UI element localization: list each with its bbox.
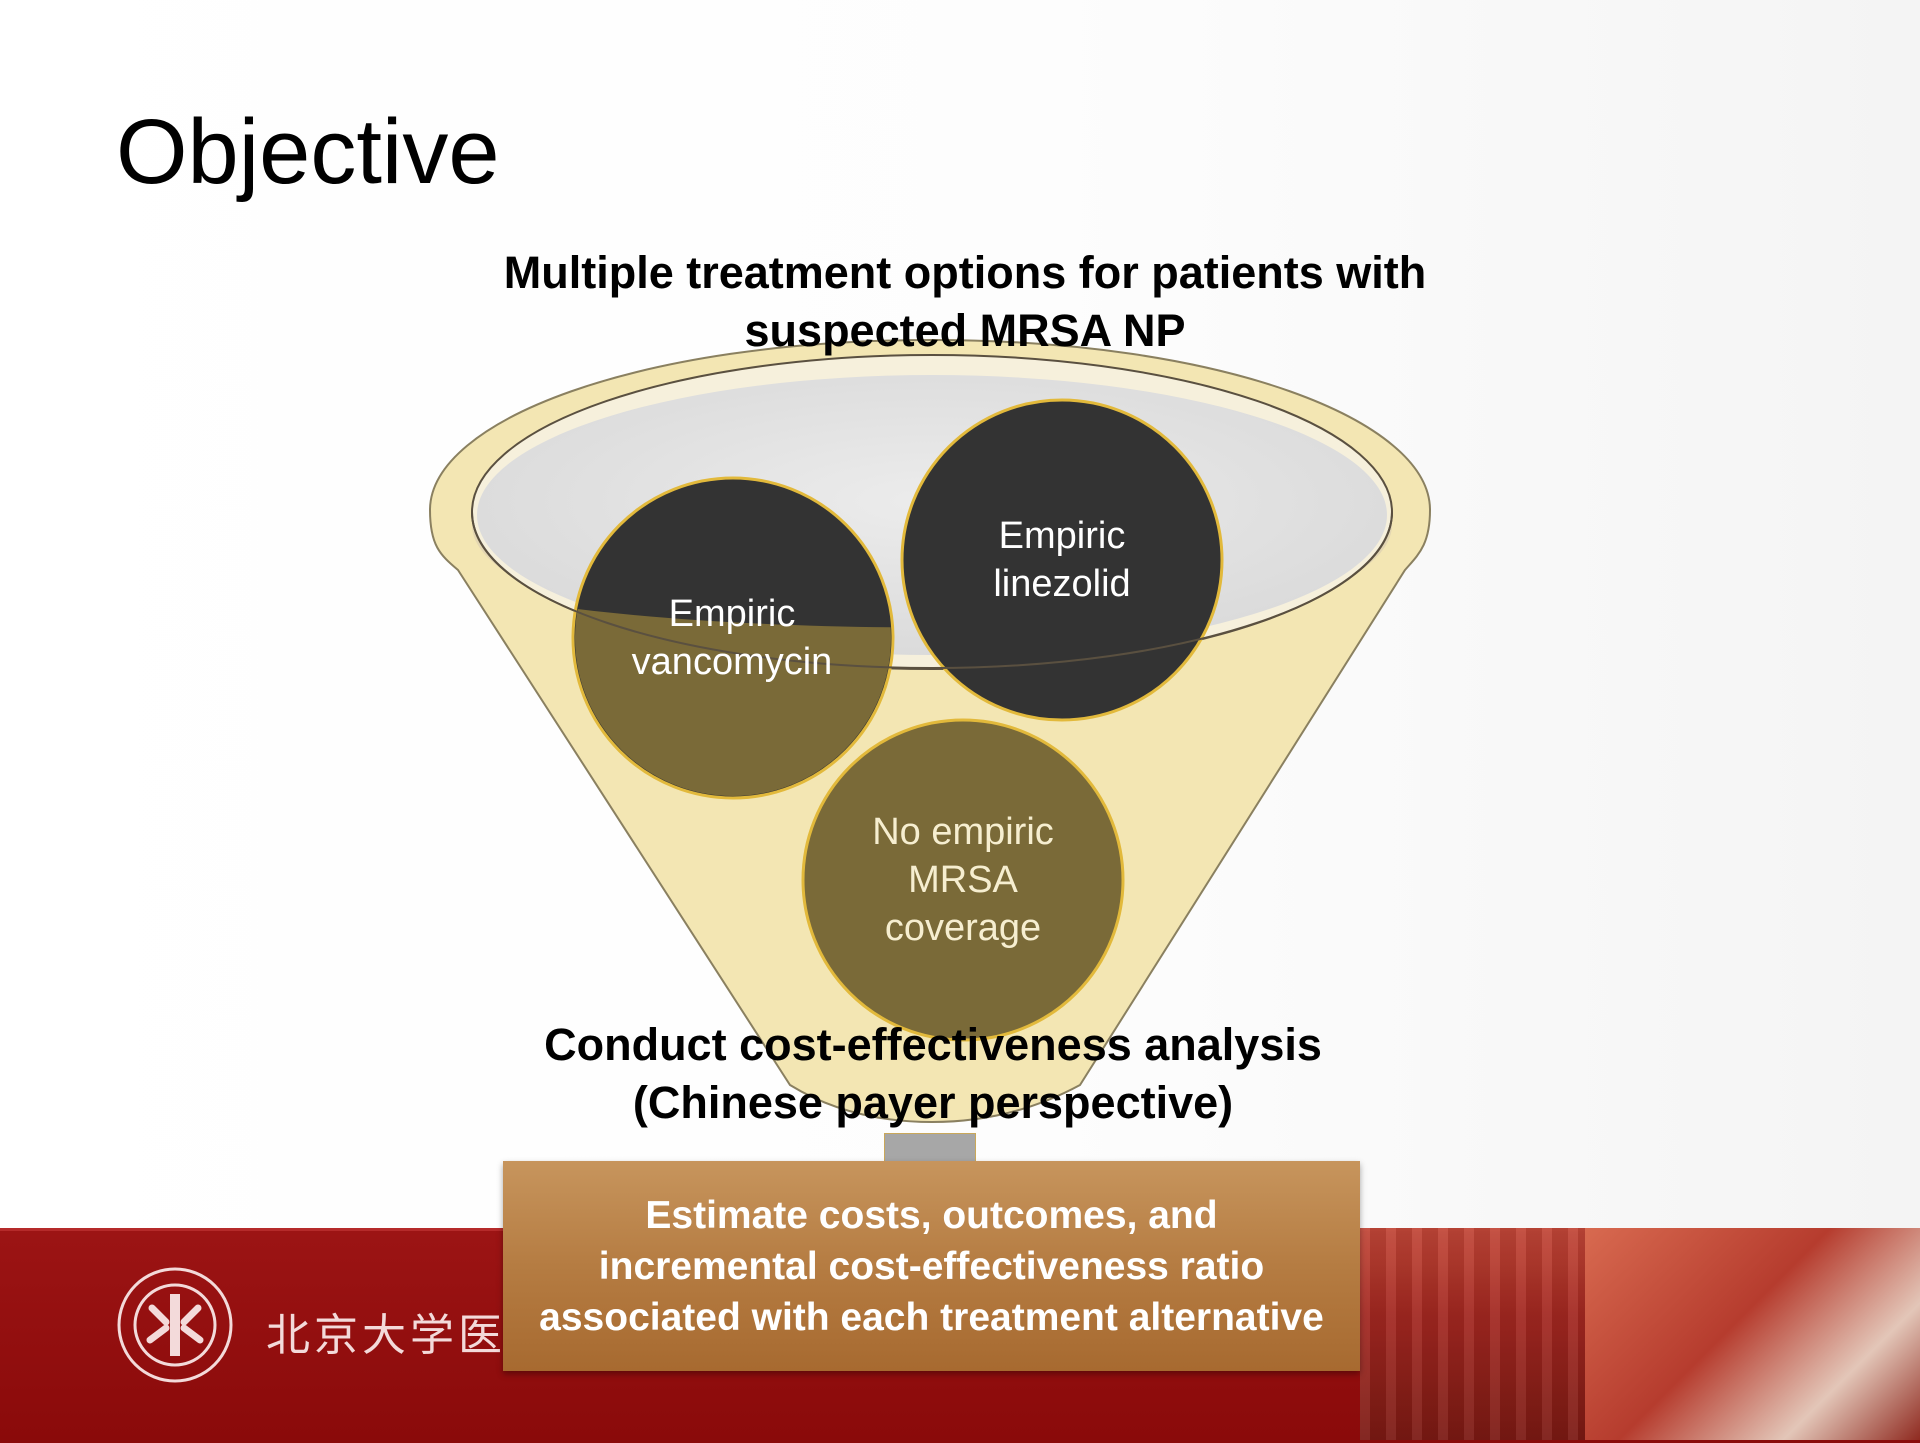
circle-tint-overlay [575,560,891,796]
circle-label-line: linezolid [993,563,1131,605]
result-text: Estimate costs, outcomes, and incrementa… [539,1193,1324,1339]
bottom-caption: Conduct cost-effectiveness analysis (Chi… [433,1016,1433,1132]
result-box: Estimate costs, outcomes, and incrementa… [503,1161,1360,1371]
bottom-caption-line: Conduct cost-effectiveness analysis [544,1019,1322,1070]
circle-label-line: vancomycin [631,641,833,683]
circle-label-line: No empiric [872,811,1054,853]
slide-title: Objective [116,101,500,203]
footer-photo-pagoda [1585,1228,1920,1440]
institution-name: 北京大学医药 [266,1310,554,1361]
university-seal-icon [117,1267,233,1383]
circle-label-vancomycin: Empiric vancomycin [582,590,882,686]
funnel-front-rim [471,511,1393,670]
circle-label-line: Empiric [998,515,1126,557]
circle-linezolid [900,398,1224,722]
circle-label-line: MRSA [908,859,1018,901]
top-caption: Multiple treatment options for patients … [503,247,1427,356]
circle-label-linezolid: Empiric linezolid [912,512,1212,608]
circle-label-line: Empiric [668,593,796,635]
bottom-caption-line: (Chinese payer perspective) [632,1077,1234,1128]
circle-label-line: coverage [884,907,1042,949]
circle-label-no-coverage: No empiric MRSA coverage [813,808,1113,952]
circle-no-coverage [801,718,1125,1042]
